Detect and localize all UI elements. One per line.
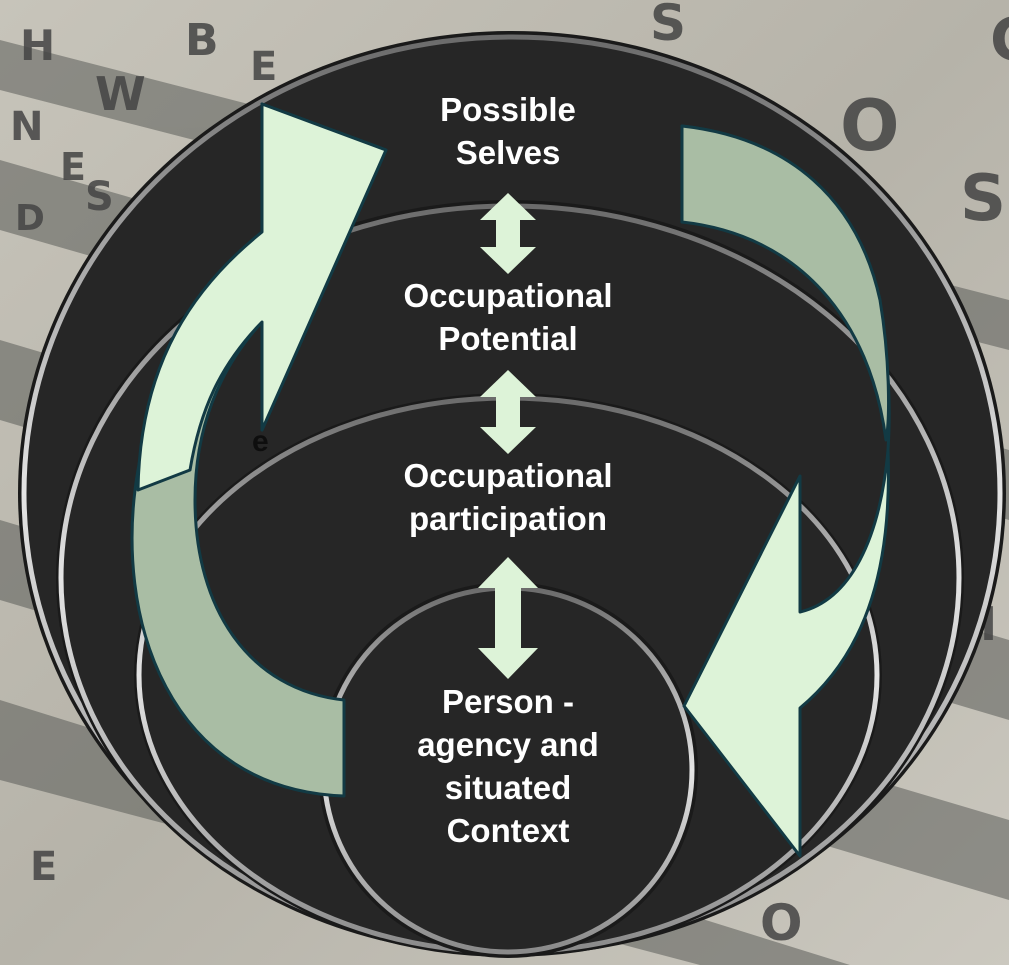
svg-text:C: C [990, 5, 1009, 75]
label-person-context: Person - agency and situated Context [378, 680, 638, 852]
double-headed-arrow-icon [480, 370, 536, 454]
double-headed-arrow-icon [480, 193, 536, 274]
double-headed-arrow-icon [478, 557, 538, 679]
svg-text:E: E [250, 44, 277, 90]
label-line: Person - [441, 683, 575, 720]
svg-text:H: H [20, 21, 55, 70]
label-line: participation [408, 500, 608, 537]
label-line: agency and [417, 726, 599, 763]
svg-text:O: O [760, 894, 803, 952]
label-possible-selves: Possible Selves [398, 88, 618, 174]
person-circle [318, 582, 698, 958]
svg-text:S: S [85, 174, 114, 220]
label-line: Occupational [403, 457, 613, 494]
label-occupational-participation: Occupational participation [348, 454, 668, 540]
stray-glyph: e [252, 425, 269, 458]
svg-text:E: E [60, 145, 86, 189]
svg-text:W: W [95, 67, 146, 121]
curved-arrow-icon [680, 124, 890, 442]
label-line: Context [446, 812, 570, 849]
label-occupational-potential: Occupational Potential [348, 274, 668, 360]
label-line: Occupational [403, 277, 613, 314]
svg-text:O: O [840, 85, 900, 167]
label-line: Potential [438, 320, 578, 357]
svg-text:D: D [15, 198, 45, 239]
label-line: Possible [440, 91, 576, 128]
svg-text:S: S [650, 0, 686, 52]
svg-text:S: S [960, 162, 1006, 236]
svg-text:N: N [10, 104, 43, 150]
svg-text:B: B [185, 15, 219, 66]
label-line: situated [444, 769, 572, 806]
label-line: Selves [455, 134, 561, 171]
svg-text:E: E [30, 844, 57, 890]
curved-arrow-icon [136, 102, 388, 492]
